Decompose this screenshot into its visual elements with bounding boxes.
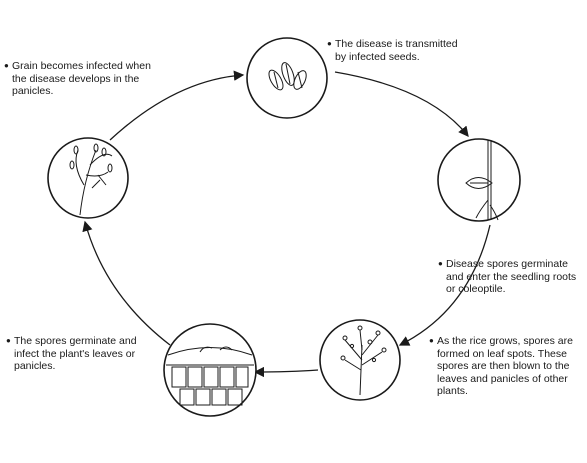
bullet-icon: ● bbox=[438, 259, 443, 268]
infected-panicle-icon bbox=[69, 143, 113, 216]
arrow-panicle-to-seeds bbox=[109, 70, 245, 141]
leaf-tissue-section-icon bbox=[166, 346, 254, 406]
stage-panicle bbox=[47, 137, 129, 219]
caption-seedling: ● Disease spores germinate and enter the… bbox=[438, 258, 578, 296]
stage-leaf-tissue bbox=[163, 323, 257, 417]
caption-text: Disease spores germinate and enter the s… bbox=[446, 258, 577, 295]
caption-text: The spores germinate and infect the plan… bbox=[14, 335, 137, 372]
caption-panicle: ● Grain becomes infected when the diseas… bbox=[4, 60, 154, 98]
arrow-leafspots-to-tissue bbox=[253, 366, 319, 378]
spore-cluster-icon bbox=[340, 325, 387, 396]
bullet-icon: ● bbox=[4, 61, 9, 70]
caption-text: As the rice grows, spores are formed on … bbox=[437, 335, 573, 397]
arrow-seedling-to-leafspots bbox=[398, 224, 491, 346]
caption-leaf-spots: ● As the rice grows, spores are formed o… bbox=[429, 335, 577, 398]
caption-leaf-tissue: ● The spores germinate and infect the pl… bbox=[6, 335, 142, 373]
bullet-icon: ● bbox=[6, 336, 11, 345]
bullet-icon: ● bbox=[327, 39, 332, 48]
seedling-icon bbox=[465, 140, 499, 221]
caption-infected-seeds: ● The disease is transmitted by infected… bbox=[327, 38, 465, 63]
stage-infected-seeds bbox=[246, 37, 328, 119]
arrow-seeds-to-seedling bbox=[334, 71, 469, 138]
stage-leaf-spots bbox=[319, 319, 401, 401]
infected-seeds-icon bbox=[268, 62, 307, 91]
caption-text: Grain becomes infected when the disease … bbox=[12, 60, 151, 97]
arrow-tissue-to-panicle bbox=[82, 220, 171, 346]
bullet-icon: ● bbox=[429, 336, 434, 345]
stage-seedling bbox=[437, 138, 521, 222]
caption-text: The disease is transmitted by infected s… bbox=[335, 38, 458, 63]
